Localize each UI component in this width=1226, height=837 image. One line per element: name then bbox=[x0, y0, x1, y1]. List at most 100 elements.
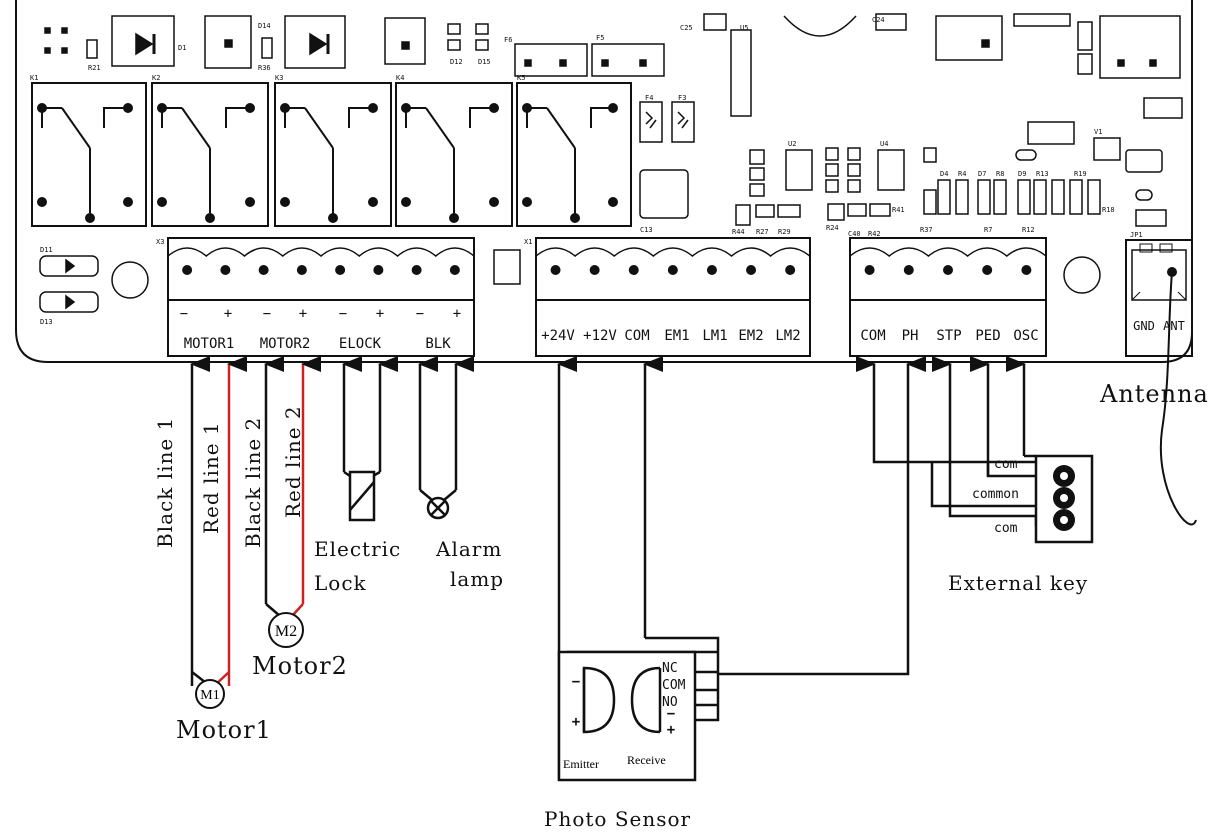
silk-R44: R44 bbox=[732, 228, 745, 236]
silk-C40: C40 bbox=[848, 230, 861, 238]
x5-screw-2 bbox=[903, 265, 914, 275]
receiver-shape bbox=[630, 666, 661, 734]
connector-x3-label: X3 bbox=[156, 238, 164, 246]
relay-k5 bbox=[516, 82, 632, 227]
silk-R21: R21 bbox=[88, 64, 101, 72]
x3-screw-6 bbox=[373, 265, 384, 275]
silk-U4: U4 bbox=[880, 140, 888, 148]
silk-K2: K2 bbox=[152, 74, 160, 82]
emitter-plus: + bbox=[572, 714, 580, 730]
photo-sensor-label: Photo Sensor bbox=[544, 807, 691, 831]
x1-screw-1 bbox=[550, 265, 561, 275]
x1-term-12v: +12V bbox=[583, 328, 617, 344]
connector-antenna: GND ANT bbox=[1125, 239, 1193, 357]
x3-pol-1: − bbox=[180, 306, 188, 322]
motor1-symbol-text: M1 bbox=[200, 688, 219, 703]
silk-R24: R24 bbox=[826, 224, 839, 232]
silk-F6: F6 bbox=[504, 36, 512, 44]
relays bbox=[31, 82, 632, 227]
emitter-shape bbox=[582, 666, 616, 734]
external-key-pin-1: com bbox=[994, 457, 1018, 472]
x1-screw-3 bbox=[628, 265, 639, 275]
electric-lock-label-1: Electric bbox=[314, 537, 401, 561]
photo-sensor-box bbox=[557, 650, 697, 782]
silk-K1: K1 bbox=[30, 74, 38, 82]
photo-pin-no: NO bbox=[662, 695, 678, 710]
silk-U5: U5 bbox=[740, 24, 748, 32]
motor2-symbol-text: M2 bbox=[275, 623, 297, 640]
silk-R18: R18 bbox=[1102, 206, 1115, 214]
x1-term-lm2: LM2 bbox=[775, 328, 800, 344]
receiver-plus: + bbox=[667, 722, 675, 738]
x3-screw-4 bbox=[296, 265, 307, 275]
x3-pol-6: + bbox=[376, 306, 384, 322]
x5-term-stp: STP bbox=[936, 328, 961, 344]
silk-U2: U2 bbox=[788, 140, 796, 148]
silk-D1: D1 bbox=[178, 44, 186, 52]
alarm-lamp-label-1: Alarm bbox=[435, 537, 502, 561]
silk-C24: C24 bbox=[872, 16, 885, 24]
silk-F5: F5 bbox=[596, 34, 604, 42]
x3-screw-2 bbox=[220, 265, 231, 275]
x1-screw-7 bbox=[785, 265, 796, 275]
silk-R41: R41 bbox=[892, 206, 905, 214]
emitter-minus: − bbox=[572, 674, 580, 690]
silk-R12: R12 bbox=[1022, 226, 1035, 234]
x3-pol-5: − bbox=[339, 306, 347, 322]
emitter-label: Emitter bbox=[563, 757, 599, 771]
x3-screw-7 bbox=[411, 265, 422, 275]
x1-term-24v: +24V bbox=[541, 328, 575, 344]
external-key-label: External key bbox=[948, 571, 1088, 595]
silk-F4: F4 bbox=[645, 94, 653, 102]
silk-V1: V1 bbox=[1094, 128, 1102, 136]
silk-D4: D4 bbox=[940, 170, 948, 178]
silk-R4: R4 bbox=[958, 170, 966, 178]
x5-screw-3 bbox=[943, 265, 953, 275]
photo-sensor-wiring bbox=[557, 356, 926, 780]
silk-D15: D15 bbox=[478, 58, 491, 66]
silk-D11: D11 bbox=[40, 246, 53, 254]
connector-x5: COM PH STP PED OSC bbox=[849, 237, 1047, 357]
connector-x1: X1 +24V +12V COM EM1 LM1 EM2 LM2 bbox=[524, 237, 811, 357]
x5-screw-1 bbox=[864, 265, 875, 275]
external-key-block bbox=[1034, 454, 1094, 544]
silk-F3: F3 bbox=[678, 94, 686, 102]
x1-screw-5 bbox=[706, 265, 717, 275]
pcb-silkscreen-labels: R21 D1 R36 D14 D12 D15 F6 F5 C25 U5 C24 … bbox=[30, 16, 1143, 326]
x3-screw-8 bbox=[449, 265, 460, 275]
x1-screw-4 bbox=[667, 265, 678, 275]
relay-k1 bbox=[31, 82, 147, 227]
silk-D9: D9 bbox=[1018, 170, 1026, 178]
silk-R36: R36 bbox=[258, 64, 271, 72]
relay-k2 bbox=[151, 82, 269, 227]
motor2-symbol: M2 bbox=[268, 612, 304, 648]
x1-term-lm1: LM1 bbox=[702, 328, 727, 344]
relay-k4 bbox=[395, 82, 513, 227]
ant-term-ant: ANT bbox=[1163, 319, 1185, 333]
silk-R19: R19 bbox=[1074, 170, 1087, 178]
x5-screw-5 bbox=[1021, 265, 1032, 275]
receiver-minus: − bbox=[667, 706, 675, 722]
x3-screw-3 bbox=[258, 265, 269, 275]
x3-blk-label: BLK bbox=[425, 336, 451, 352]
x3-motor1-label: MOTOR1 bbox=[184, 336, 235, 352]
pcb-outline bbox=[15, 0, 1193, 363]
photo-pin-nc: NC bbox=[662, 661, 678, 676]
pcb-middle-components bbox=[39, 97, 1183, 313]
x1-screw-6 bbox=[746, 265, 757, 275]
silk-C13: C13 bbox=[640, 226, 653, 234]
x5-term-ped: PED bbox=[975, 328, 1000, 344]
black-line-2-label: Black line 2 bbox=[241, 417, 265, 548]
silk-D14: D14 bbox=[258, 22, 271, 30]
x3-elock-label: ELOCK bbox=[339, 336, 382, 352]
x3-polarity-marks: − + − + − + − + bbox=[180, 306, 461, 322]
x1-screw-2 bbox=[589, 265, 600, 275]
silk-R8: R8 bbox=[996, 170, 1004, 178]
silk-C25: C25 bbox=[680, 24, 693, 32]
x3-pol-4: + bbox=[299, 306, 307, 322]
x1-term-em2: EM2 bbox=[738, 328, 763, 344]
x3-screw-1 bbox=[182, 265, 193, 275]
silk-R42: R42 bbox=[868, 230, 881, 238]
external-key-pin-2: common bbox=[972, 487, 1019, 502]
